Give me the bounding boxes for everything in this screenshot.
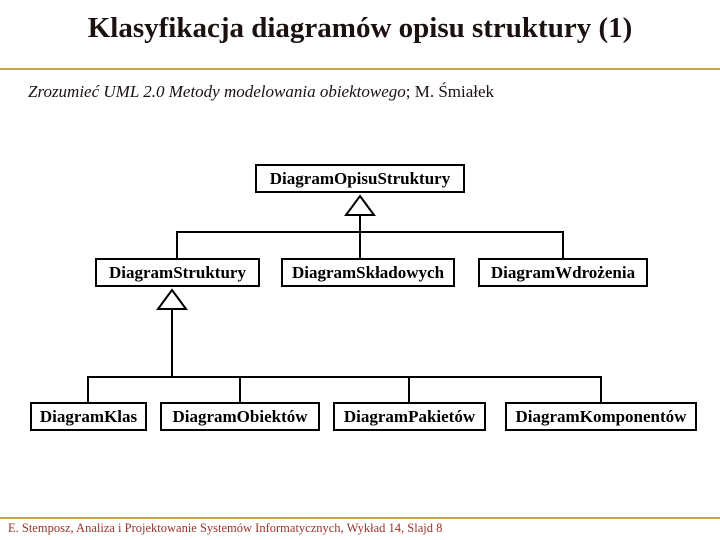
footer-divider xyxy=(0,517,720,519)
node-diagram-komponentow: DiagramKomponentów xyxy=(505,402,697,431)
node-diagram-opisu-struktury: DiagramOpisuStruktury xyxy=(255,164,465,193)
source-reference-book: Zrozumieć UML 2.0 Metody modelowania obi… xyxy=(28,82,406,101)
node-diagram-obiektow: DiagramObiektów xyxy=(160,402,320,431)
source-reference: Zrozumieć UML 2.0 Metody modelowania obi… xyxy=(28,82,494,102)
node-diagram-pakietow: DiagramPakietów xyxy=(333,402,486,431)
title-divider xyxy=(0,68,720,70)
node-diagram-struktury: DiagramStruktury xyxy=(95,258,260,287)
page-title: Klasyfikacja diagramów opisu struktury (… xyxy=(87,12,633,44)
node-diagram-wdrozenia: DiagramWdrożenia xyxy=(478,258,648,287)
footer-credit: E. Stemposz, Analiza i Projektowanie Sys… xyxy=(8,521,443,535)
node-diagram-klas: DiagramKlas xyxy=(30,402,147,431)
source-reference-author: ; M. Śmiałek xyxy=(405,82,495,101)
generalization-arrow-root xyxy=(344,194,376,216)
generalization-arrow-struktury xyxy=(156,288,188,310)
node-diagram-skladowych: DiagramSkładowych xyxy=(281,258,455,287)
